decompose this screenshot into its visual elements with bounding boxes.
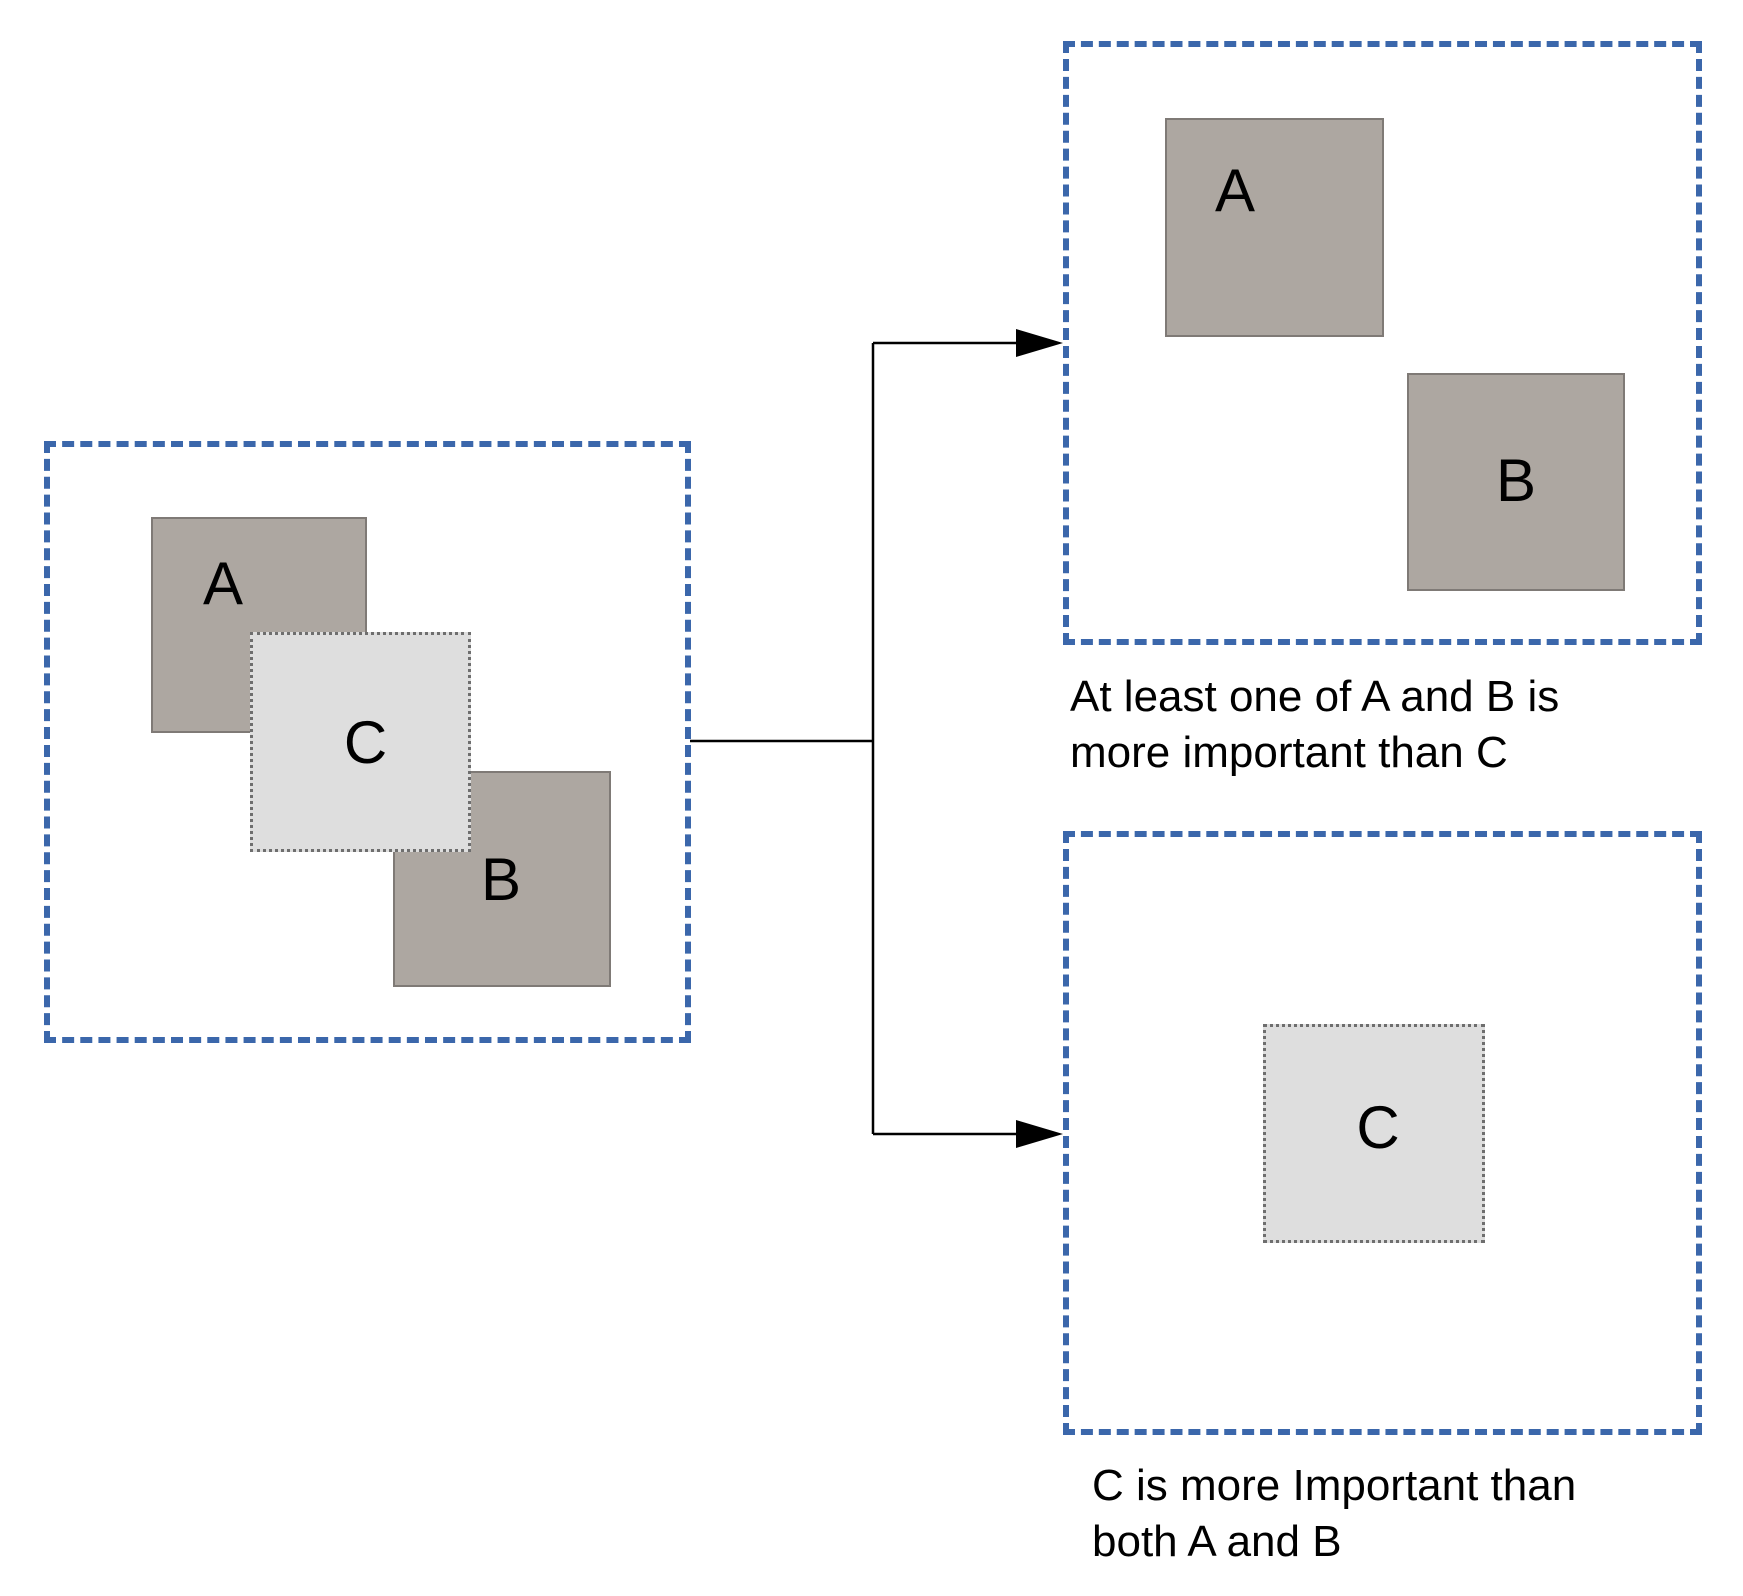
source-box-c: C	[250, 632, 471, 852]
outcome-top-caption: At least one of A and B is more importan…	[1070, 669, 1559, 781]
source-box-a-label: A	[203, 550, 244, 617]
outcome-bottom-box-c: C	[1263, 1024, 1485, 1243]
outcome-top-box-b-label: B	[1495, 446, 1537, 514]
outcome-top-frame	[1063, 41, 1702, 645]
outcome-bottom-caption: C is more Important than both A and B	[1092, 1458, 1576, 1570]
outcome-top-caption-line2: more important than C	[1070, 728, 1508, 777]
outcome-bottom-caption-line1: C is more Important than	[1092, 1461, 1577, 1510]
outcome-bottom-caption-line2: both A and B	[1092, 1517, 1342, 1566]
outcome-bottom-box-c-label: C	[1356, 1094, 1400, 1161]
source-box-b-label: B	[481, 845, 522, 913]
source-box-c-label: C	[343, 708, 388, 776]
arrowhead-top	[1016, 329, 1063, 357]
arrowhead-bottom	[1016, 1120, 1063, 1148]
source-frame	[44, 441, 691, 1043]
outcome-top-box-a: A	[1165, 118, 1384, 337]
outcome-bottom-frame	[1063, 831, 1702, 1435]
outcome-top-box-b: B	[1407, 373, 1625, 591]
outcome-top-box-a-label: A	[1215, 157, 1256, 224]
outcome-top-caption-line1: At least one of A and B is	[1070, 672, 1560, 721]
